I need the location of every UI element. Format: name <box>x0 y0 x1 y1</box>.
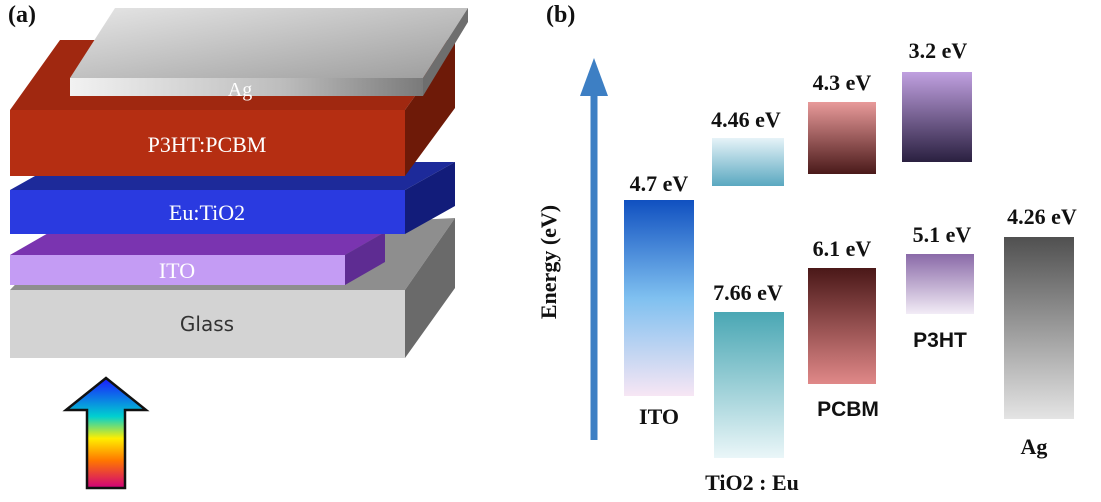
ag-material: Ag <box>1021 434 1048 459</box>
panel-label-a: (a) <box>8 2 36 28</box>
ag-bar <box>1004 237 1074 419</box>
pcbm-lumo-value: 4.3 eV <box>813 70 872 95</box>
ag-layer: Ag <box>70 8 468 101</box>
ag-value: 4.26 eV <box>1007 204 1077 229</box>
p3ht-material: P3HT <box>913 329 967 352</box>
p3ht-lumo-value: 3.2 eV <box>909 38 968 63</box>
energy-diagram: Energy (eV) 4.7 eV ITO 4.46 eV 7.66 eV T… <box>536 38 1077 495</box>
pcbm-homo-value: 6.1 eV <box>813 236 872 261</box>
pcbm-homo-bar <box>808 268 876 384</box>
pcbm-lumo-bar <box>808 102 876 174</box>
tio2-homo-bar <box>714 312 784 458</box>
eu-tio2-label: Eu:TiO2 <box>169 200 245 225</box>
p3ht-pcbm-label: P3HT:PCBM <box>148 132 267 157</box>
glass-label: Glass <box>180 312 234 336</box>
p3ht-lumo-bar <box>902 72 972 162</box>
tio2-lumo-bar <box>712 138 784 186</box>
incident-light-arrow <box>62 376 150 490</box>
panel-label-b: (b) <box>546 2 576 28</box>
ito-value: 4.7 eV <box>630 171 689 196</box>
tio2-material: TiO2 : Eu <box>705 470 799 495</box>
p3ht-homo-bar <box>906 254 974 314</box>
tio2-homo-value: 7.66 eV <box>713 280 783 305</box>
energy-axis-label: Energy (eV) <box>536 205 561 319</box>
ag-label: Ag <box>228 79 252 101</box>
ito-layer: ITO <box>10 232 385 285</box>
tio2-lumo-value: 4.46 eV <box>711 107 781 132</box>
pcbm-material: PCBM <box>817 398 879 421</box>
p3ht-homo-value: 5.1 eV <box>913 222 972 247</box>
ito-label: ITO <box>159 258 195 283</box>
energy-axis-arrowhead <box>580 58 608 96</box>
device-stack: Glass ITO Eu:TiO2 P3HT:PCBM <box>10 8 468 490</box>
ito-material: ITO <box>639 404 679 429</box>
ito-bar <box>624 200 694 396</box>
